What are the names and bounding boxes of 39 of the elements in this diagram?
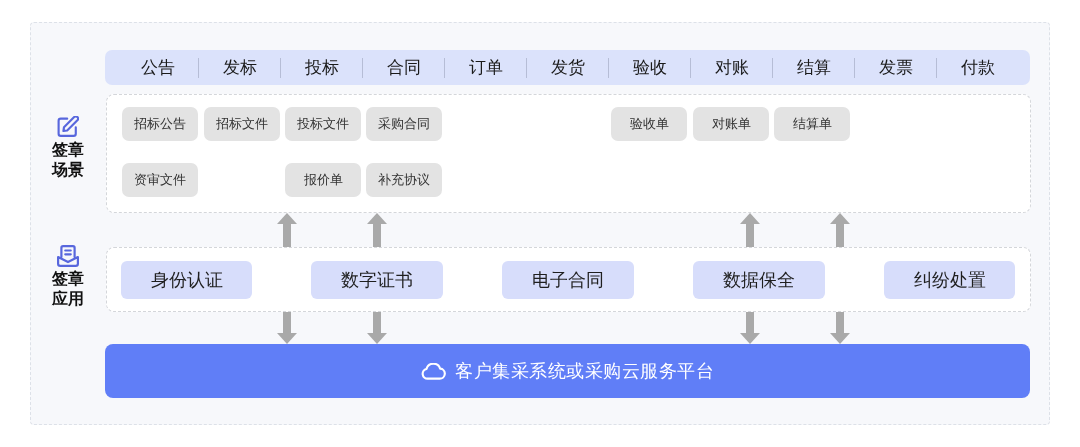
stage-label: 订单 [468,56,503,79]
stage-label: 投标 [304,56,339,79]
document-chip: 资审文件 [122,163,198,197]
service-chip: 数字证书 [311,261,443,299]
document-chip: 招标公告 [122,107,198,141]
document-chip: 对账单 [693,107,769,141]
section-heading: 签章场景 [50,140,85,180]
stage-label: 结算 [796,56,831,79]
stage-label: 公告 [140,56,175,79]
stage-label: 对账 [714,56,749,79]
arrow [740,213,760,247]
stage-label: 发票 [878,56,913,79]
service-chip: 身份认证 [121,261,252,299]
document-chip: 招标文件 [204,107,280,141]
platform-bar [105,344,1030,398]
service-chip: 数据保全 [693,261,825,299]
stage-label: 发标 [222,56,257,79]
document-chip: 结算单 [774,107,850,141]
document-chip: 补充协议 [366,163,442,197]
section-heading: 签章应用 [51,269,85,309]
arrow [830,312,850,344]
document-chip: 报价单 [285,163,361,197]
arrow [367,312,387,344]
platform-label: 客户集采系统或采购云服务平台 [455,359,714,383]
stage-bar [105,50,1030,85]
service-chip: 电子合同 [502,261,634,299]
stage-label: 付款 [960,56,995,79]
service-chip: 纠纷处置 [884,261,1015,299]
stage-label: 合同 [386,56,421,79]
arrow [740,312,760,344]
stage-label: 验收 [632,56,667,79]
arrow [830,213,850,247]
arrow [277,312,297,344]
document-chip: 采购合同 [366,107,442,141]
stage-label: 发货 [550,56,585,79]
document-chip: 投标文件 [285,107,361,141]
document-chip: 验收单 [611,107,687,141]
arrow [277,213,297,247]
arrow [367,213,387,247]
